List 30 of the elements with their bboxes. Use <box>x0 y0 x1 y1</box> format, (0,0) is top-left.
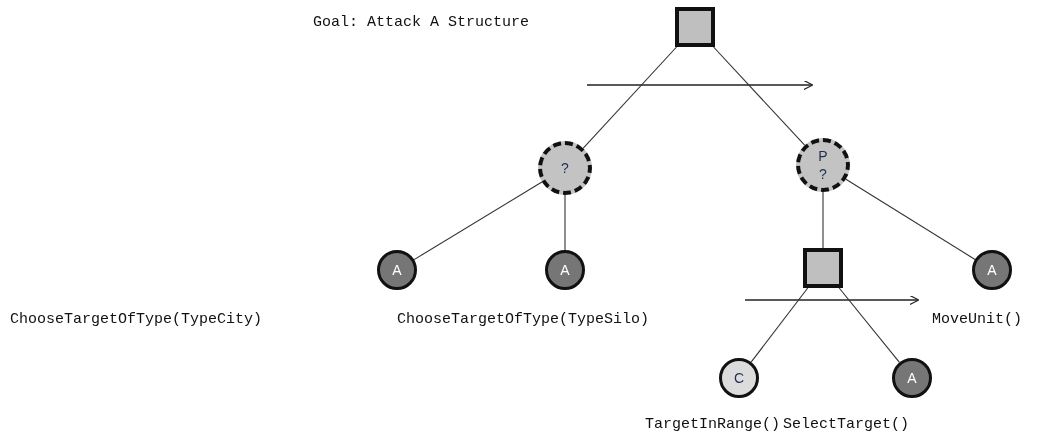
node-label: P ? <box>817 147 829 183</box>
dashed-circle <box>796 138 850 192</box>
label-text: ChooseTargetOfType(TypeCity) <box>10 311 263 328</box>
node-label: A <box>392 261 402 279</box>
label-text: Goal: Attack A Structure <box>313 14 530 31</box>
connector-line <box>838 287 900 363</box>
node-label: A <box>560 261 570 279</box>
action-circle <box>545 250 585 290</box>
node-caption: TargetInRange() <box>645 416 781 433</box>
connector-line <box>822 191 824 249</box>
connector-line <box>750 287 809 363</box>
node-label: A <box>907 369 917 387</box>
node-caption: SelectTarget() <box>783 416 910 433</box>
sequence-square <box>675 7 715 47</box>
node-label: C <box>733 369 745 387</box>
node-label: A <box>987 261 997 279</box>
action-circle <box>377 250 417 290</box>
dashed-circle <box>538 141 592 195</box>
connector-line <box>413 181 543 261</box>
node-label: ? <box>561 159 569 177</box>
sequence-square <box>803 248 843 288</box>
action-circle <box>892 358 932 398</box>
connector-line <box>582 46 678 149</box>
node-caption: MoveUnit() <box>932 311 1022 328</box>
connector-line <box>845 178 976 260</box>
node-caption: ChooseTargetOfType(TypeSilo) <box>397 311 650 328</box>
connector-line <box>564 194 566 251</box>
action-circle <box>972 250 1012 290</box>
connector-line <box>713 46 806 146</box>
condition-circle <box>719 358 759 398</box>
